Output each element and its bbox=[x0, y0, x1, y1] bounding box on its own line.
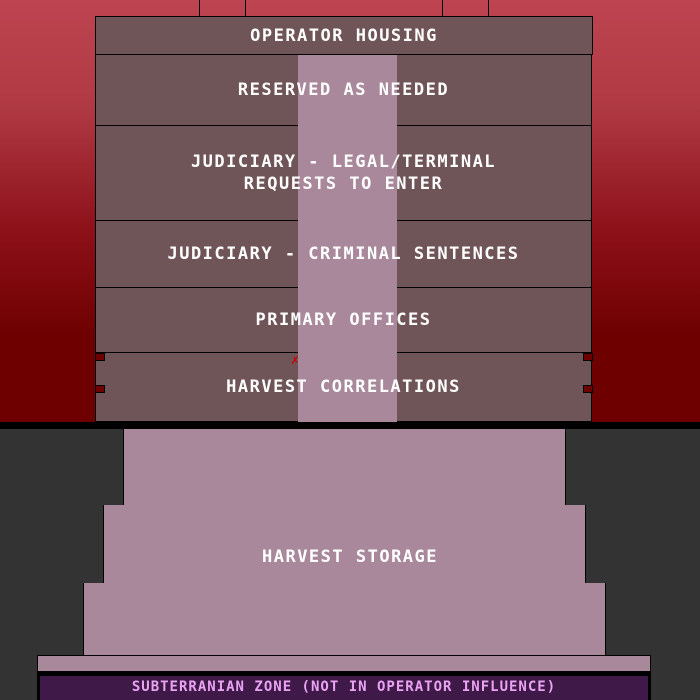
subterranian-zone-label: SUBTERRANIAN ZONE (NOT IN OPERATOR INFLU… bbox=[40, 676, 648, 700]
floor-label: HARVEST CORRELATIONS bbox=[226, 377, 461, 397]
floor-operator-housing[interactable]: OPERATOR HOUSING bbox=[95, 16, 593, 55]
cursor-marker-icon[interactable]: ✗ bbox=[291, 353, 299, 368]
floor-label: RESERVED AS NEEDED bbox=[237, 80, 450, 100]
wall-notch bbox=[95, 385, 105, 393]
wall-notch bbox=[583, 353, 593, 361]
floor-label: JUDICIARY - CRIMINAL SENTENCES bbox=[167, 244, 520, 264]
floor-label: PRIMARY OFFICES bbox=[255, 310, 432, 330]
storage-tier bbox=[123, 429, 566, 507]
antenna-left bbox=[199, 0, 246, 17]
elevator-shaft bbox=[298, 55, 397, 422]
floor-label: OPERATOR HOUSING bbox=[250, 25, 438, 46]
floor-label: JUDICIARY - LEGAL/TERMINAL REQUESTS TO E… bbox=[190, 152, 497, 194]
storage-tier bbox=[37, 655, 651, 672]
ground-line bbox=[0, 422, 700, 429]
wall-notch bbox=[583, 385, 593, 393]
antenna-right bbox=[442, 0, 489, 17]
storage-tier bbox=[103, 505, 586, 585]
wall-notch bbox=[95, 353, 105, 361]
storage-tier bbox=[83, 583, 606, 657]
harvest-storage-label: HARVEST STORAGE bbox=[261, 547, 439, 567]
